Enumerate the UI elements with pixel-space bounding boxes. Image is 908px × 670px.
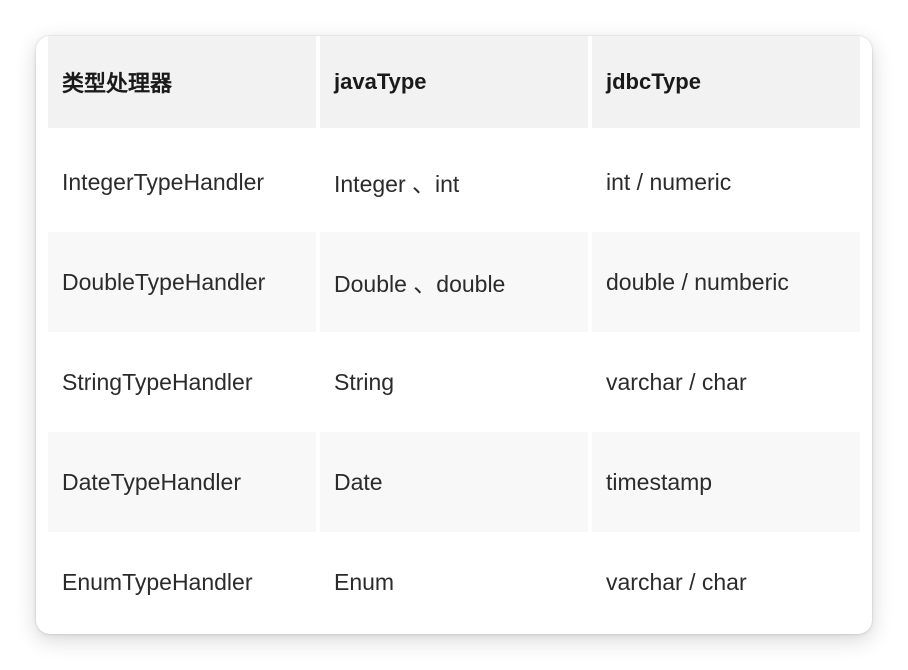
cell-jdbc-type: int / numeric: [592, 132, 860, 232]
type-handler-table: 类型处理器 javaType jdbcType IntegerTypeHandl…: [48, 36, 860, 634]
cell-type-handler: StringTypeHandler: [48, 332, 316, 432]
cell-jdbc-type: timestamp: [592, 432, 860, 532]
table-row: IntegerTypeHandler Integer 、int int / nu…: [48, 132, 860, 232]
cell-java-type: String: [320, 332, 588, 432]
table-row: DoubleTypeHandler Double 、double double …: [48, 232, 860, 332]
cell-java-type: Integer 、int: [320, 132, 588, 232]
cell-type-handler: DoubleTypeHandler: [48, 232, 316, 332]
cell-java-type: Enum: [320, 532, 588, 632]
table-header-row: 类型处理器 javaType jdbcType: [48, 36, 860, 128]
cell-jdbc-type: double / numberic: [592, 232, 860, 332]
table-row: EnumTypeHandler Enum varchar / char: [48, 532, 860, 632]
cell-type-handler: DateTypeHandler: [48, 432, 316, 532]
header-type-handler: 类型处理器: [48, 36, 316, 128]
table-row: StringTypeHandler String varchar / char: [48, 332, 860, 432]
cell-type-handler: IntegerTypeHandler: [48, 132, 316, 232]
cell-java-type: Date: [320, 432, 588, 532]
cell-jdbc-type: varchar / char: [592, 532, 860, 632]
table-row: DateTypeHandler Date timestamp: [48, 432, 860, 532]
cell-java-type: Double 、double: [320, 232, 588, 332]
table-card: 类型处理器 javaType jdbcType IntegerTypeHandl…: [36, 36, 872, 634]
cell-type-handler: EnumTypeHandler: [48, 532, 316, 632]
cell-jdbc-type: varchar / char: [592, 332, 860, 432]
header-jdbc-type: jdbcType: [592, 36, 860, 128]
header-java-type: javaType: [320, 36, 588, 128]
